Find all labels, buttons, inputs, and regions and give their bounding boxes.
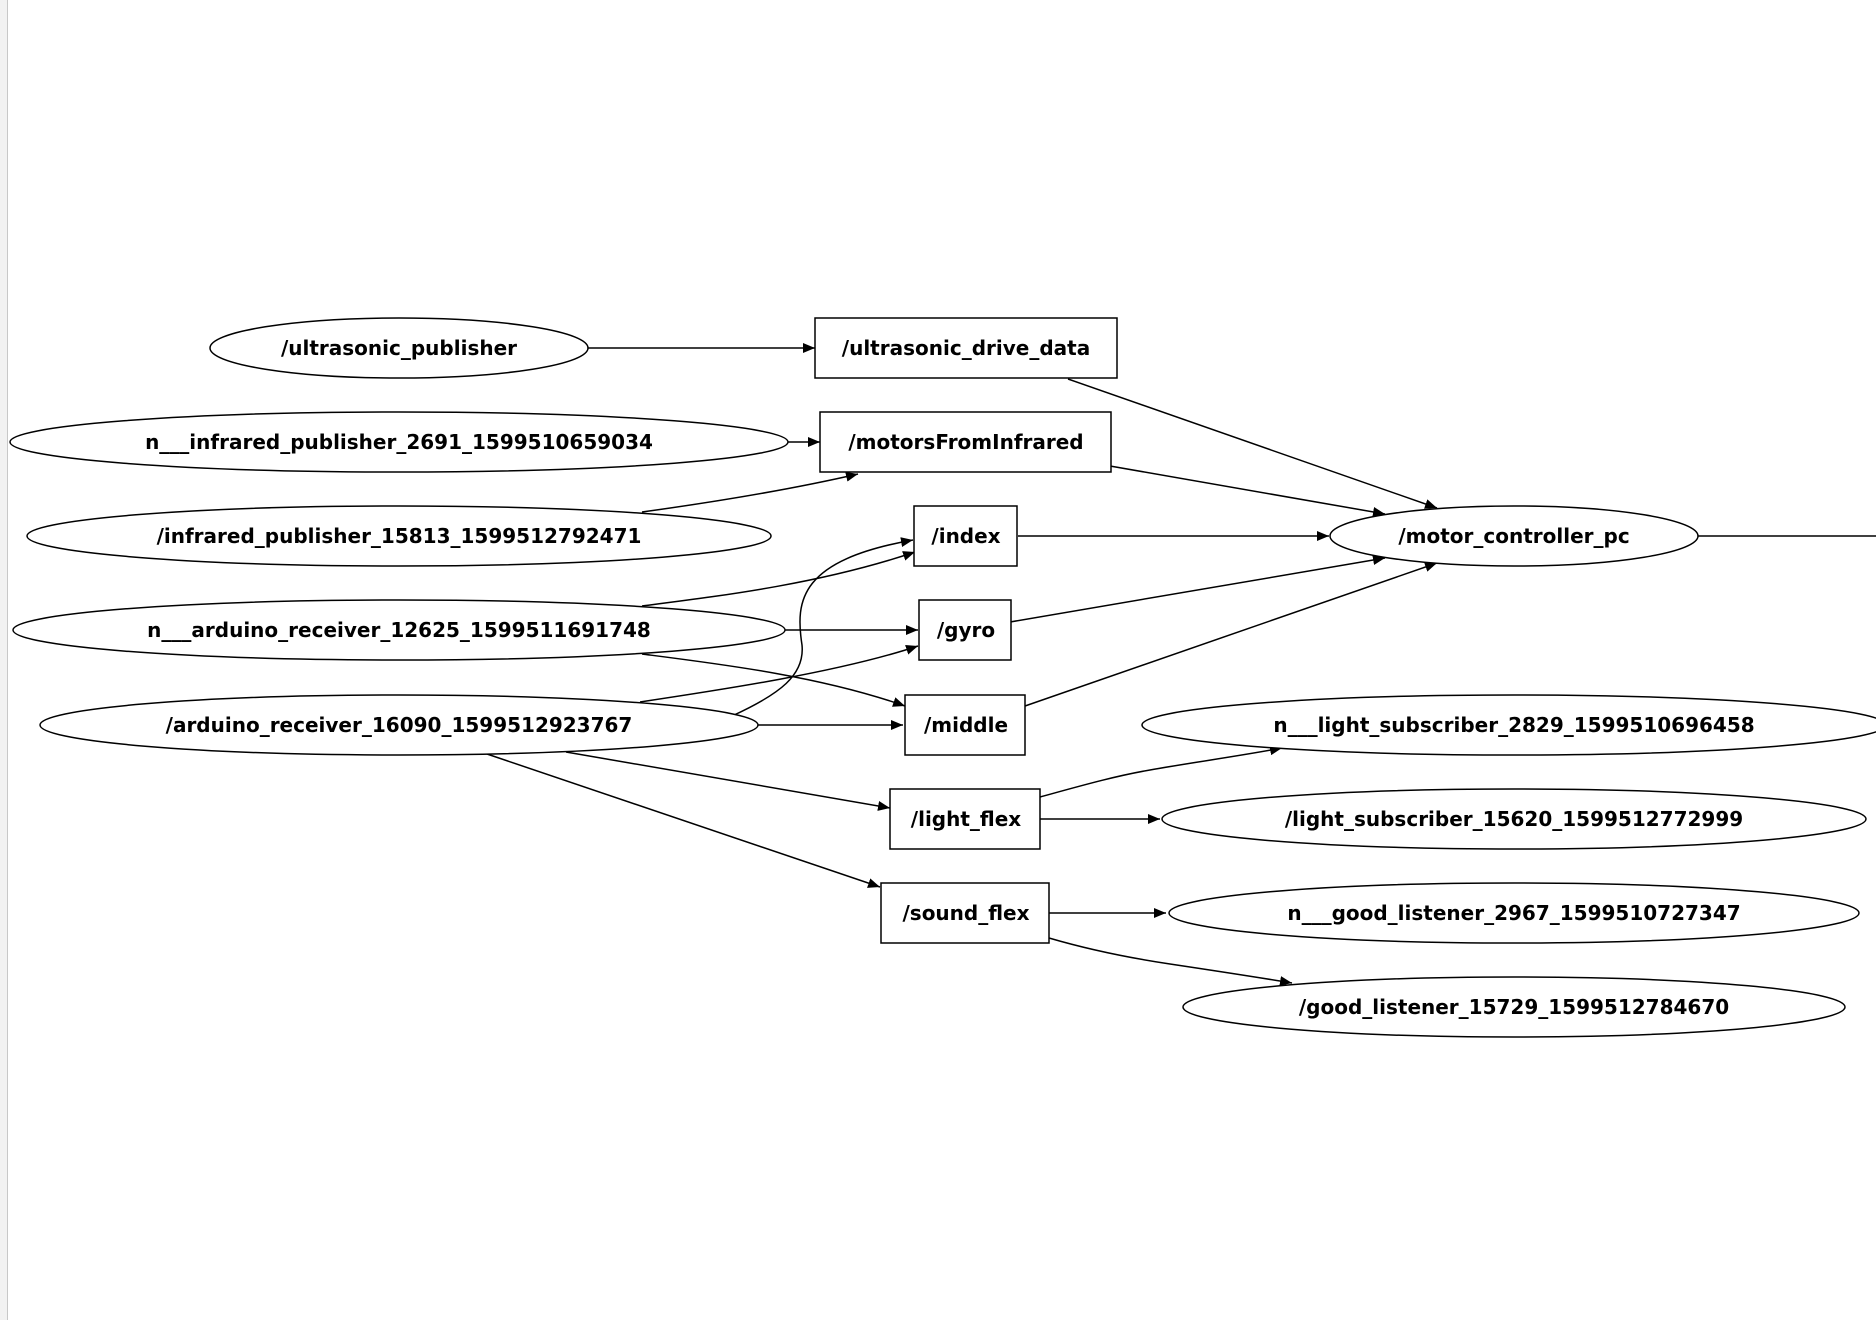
topic-label: /light_flex xyxy=(911,807,1022,831)
node-n-light-subscriber[interactable]: n___light_subscriber_2829_1599510696458 xyxy=(1141,694,1876,756)
topic-sound-flex[interactable]: /sound_flex xyxy=(880,882,1050,944)
edge-n-arduino-receiver-to-middle xyxy=(641,653,906,707)
node-label: /motor_controller_pc xyxy=(1398,524,1629,548)
node-label: /arduino_receiver_16090_1599512923767 xyxy=(166,713,633,737)
topic-label: /gyro xyxy=(937,618,995,642)
node-infrared-publisher[interactable]: /infrared_publisher_15813_1599512792471 xyxy=(26,505,772,567)
node-n-infrared-publisher[interactable]: n___infrared_publisher_2691_159951065903… xyxy=(9,411,789,473)
canvas-left-border xyxy=(0,0,8,1320)
edge-middle-to-motor-controller xyxy=(1024,562,1438,707)
edge-light-flex-to-n-light-subscriber xyxy=(1039,745,1283,798)
topic-label: /ultrasonic_drive_data xyxy=(842,336,1090,360)
edge-n-arduino-receiver-to-index xyxy=(641,551,916,607)
node-label: /infrared_publisher_15813_1599512792471 xyxy=(157,524,642,548)
node-ultrasonic-publisher[interactable]: /ultrasonic_publisher xyxy=(209,317,589,379)
edge-arduino-receiver-to-sound-flex xyxy=(486,753,881,888)
topic-label: /sound_flex xyxy=(902,901,1029,925)
node-label: n___good_listener_2967_1599510727347 xyxy=(1287,901,1740,925)
topic-motors-from-infrared[interactable]: /motorsFromInfrared xyxy=(819,411,1112,473)
edge-arduino-receiver-to-gyro xyxy=(639,645,919,703)
node-label: /good_listener_15729_1599512784670 xyxy=(1299,995,1729,1019)
nodes: /ultrasonic_publisher n___infrared_publi… xyxy=(9,317,1876,1038)
topic-label: /index xyxy=(931,524,1000,548)
edge-sound-flex-to-good-listener xyxy=(1048,937,1293,986)
edge-arduino-receiver-to-index xyxy=(731,537,914,717)
topic-ultrasonic-drive-data[interactable]: /ultrasonic_drive_data xyxy=(814,317,1118,379)
node-label: /light_subscriber_15620_1599512772999 xyxy=(1285,807,1743,831)
edge-infrared-publisher-to-motors-from-infrared xyxy=(641,471,859,513)
node-n-good-listener[interactable]: n___good_listener_2967_1599510727347 xyxy=(1168,882,1860,944)
node-motor-controller-pc[interactable]: /motor_controller_pc xyxy=(1329,505,1699,567)
edge-ultrasonic-drive-data-to-motor-controller xyxy=(1067,378,1438,509)
topic-index[interactable]: /index xyxy=(913,505,1018,567)
node-good-listener[interactable]: /good_listener_15729_1599512784670 xyxy=(1182,976,1846,1038)
node-light-subscriber[interactable]: /light_subscriber_15620_1599512772999 xyxy=(1161,788,1867,850)
node-label: n___arduino_receiver_12625_1599511691748 xyxy=(147,618,651,642)
topic-label: /middle xyxy=(924,713,1008,737)
topic-label: /motorsFromInfrared xyxy=(848,430,1083,454)
topic-gyro[interactable]: /gyro xyxy=(918,599,1012,661)
topics: /ultrasonic_drive_data /motorsFromInfrar… xyxy=(814,317,1118,944)
node-arduino-receiver[interactable]: /arduino_receiver_16090_1599512923767 xyxy=(39,694,759,756)
edges xyxy=(486,343,1876,986)
node-n-arduino-receiver[interactable]: n___arduino_receiver_12625_1599511691748 xyxy=(12,599,786,661)
edge-gyro-to-motor-controller xyxy=(1009,555,1386,623)
node-label: /ultrasonic_publisher xyxy=(281,336,517,360)
edge-motors-from-infrared-to-motor-controller xyxy=(1109,465,1386,517)
topic-middle[interactable]: /middle xyxy=(904,694,1026,756)
topic-light-flex[interactable]: /light_flex xyxy=(889,788,1041,850)
node-label: n___infrared_publisher_2691_159951065903… xyxy=(145,430,653,454)
edge-arduino-receiver-to-light-flex xyxy=(565,751,891,811)
node-label: n___light_subscriber_2829_1599510696458 xyxy=(1273,713,1754,737)
